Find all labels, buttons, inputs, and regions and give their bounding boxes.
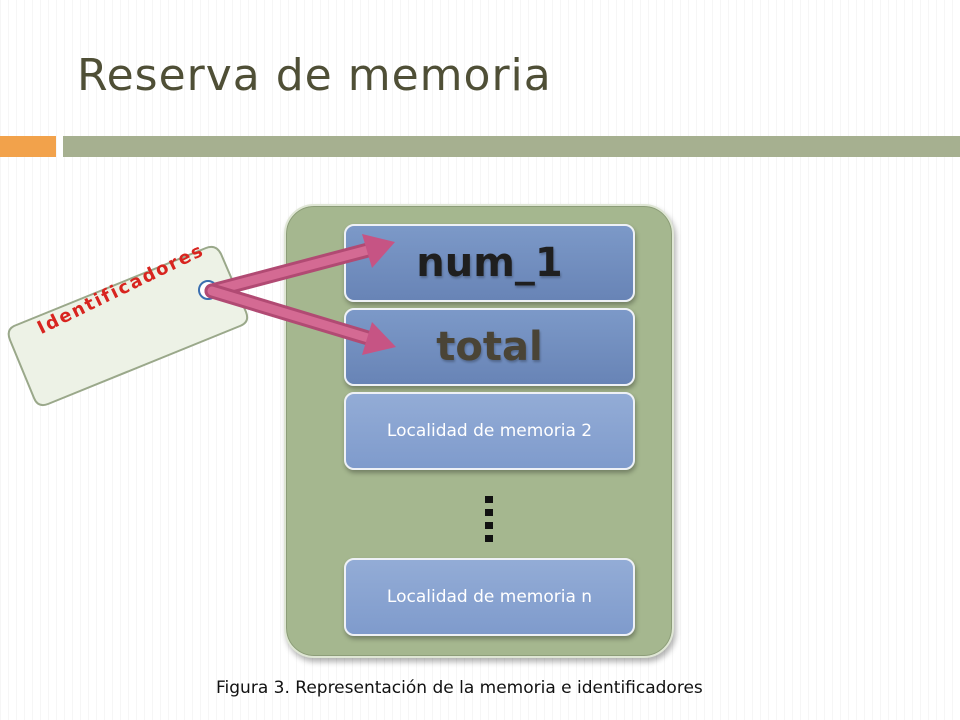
memory-cell-num1: num_1 — [344, 224, 635, 302]
memory-cell-2: Localidad de memoria 2 — [344, 392, 635, 470]
cell-label-num1: num_1 — [416, 240, 563, 286]
identifier-tag-label: Identificadores — [34, 239, 208, 339]
cell-label-2: Localidad de memoria 2 — [386, 421, 593, 441]
cell-label-total: total — [436, 324, 543, 370]
vertical-ellipsis — [485, 496, 493, 542]
cell-label-n: Localidad de memoria n — [386, 587, 593, 607]
accent-bar-olive — [63, 136, 960, 157]
accent-bar-orange — [0, 136, 56, 157]
memory-cell-total: total — [344, 308, 635, 386]
slide-title: Reserva de memoria — [77, 50, 552, 101]
memory-cell-n: Localidad de memoria n — [344, 558, 635, 636]
figure-caption: Figura 3. Representación de la memoria e… — [216, 678, 703, 698]
tag-hole — [198, 280, 218, 300]
